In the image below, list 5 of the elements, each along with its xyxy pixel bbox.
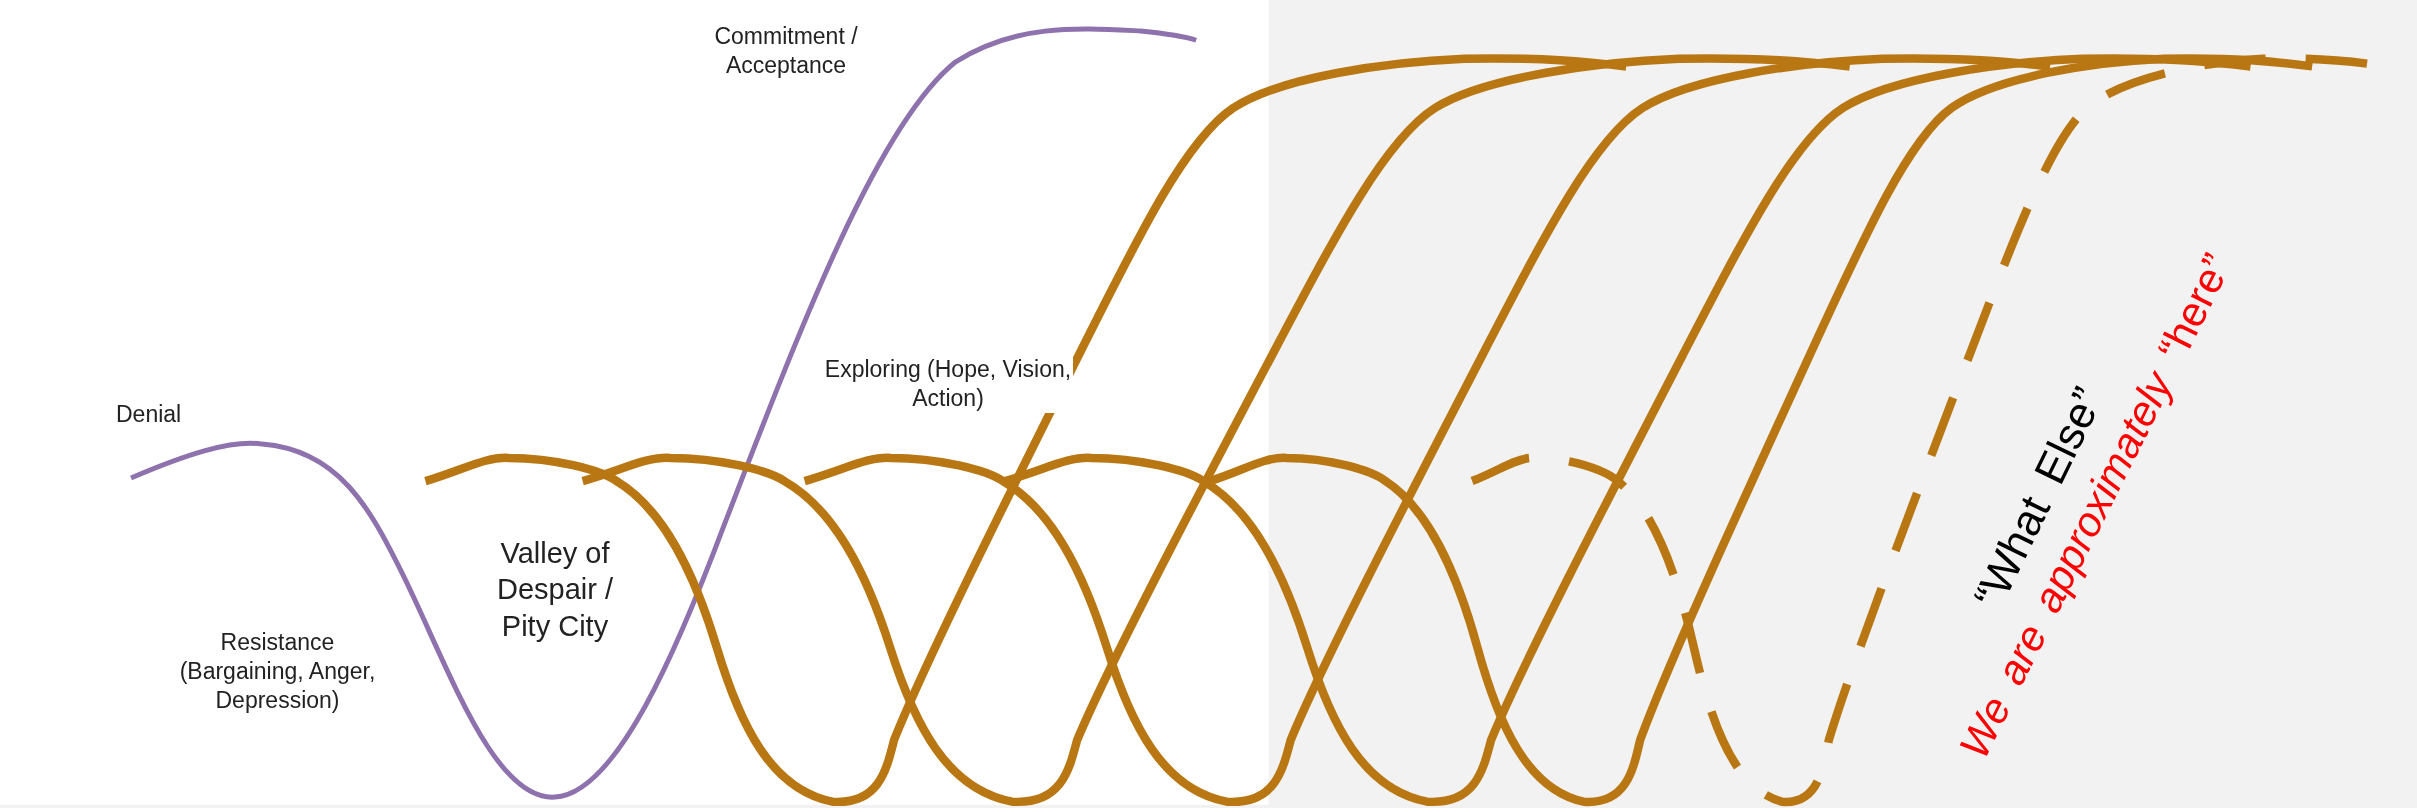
stage-label: Commitment / Acceptance xyxy=(713,22,859,80)
stage-label: Denial xyxy=(116,400,183,429)
stage-label: Exploring (Hope, Vision, Action) xyxy=(823,355,1073,413)
stage-label: Valley of Despair / Pity City xyxy=(495,536,614,644)
stage-label: Resistance (Bargaining, Anger, Depression) xyxy=(178,628,377,715)
